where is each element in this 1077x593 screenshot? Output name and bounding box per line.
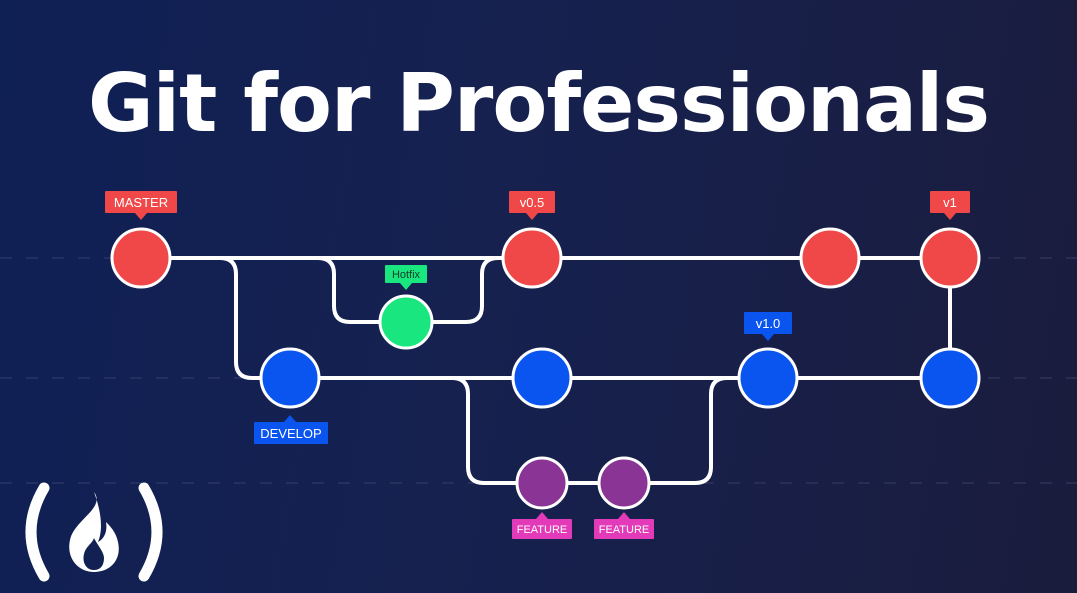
feature-commit-node-1 (515, 456, 569, 510)
tag-develop-label: DEVELOP (260, 426, 321, 441)
tag-feature-1: FEATURE (512, 512, 572, 539)
master-commit-node (110, 227, 172, 289)
hotfix-commit-node (378, 294, 434, 350)
tag-v05: v0.5 (509, 191, 555, 220)
develop-commit-node-4 (919, 347, 981, 409)
freecodecamp-logo-icon (25, 482, 163, 582)
logo-left-paren (25, 482, 50, 582)
logo-right-paren (138, 482, 163, 582)
tag-develop: DEVELOP (254, 415, 328, 444)
feature-commit-node-2 (597, 456, 651, 510)
develop-commit-node-2 (511, 347, 573, 409)
tag-v1: v1 (930, 191, 970, 220)
feature-branch-line (450, 376, 729, 485)
page-title: Git for Professionals (88, 57, 990, 150)
tag-master: MASTER (105, 191, 177, 220)
develop-commit-node (259, 347, 321, 409)
v05-commit-node (501, 227, 563, 289)
v10-commit-node (737, 347, 799, 409)
v1-commit-node (919, 227, 981, 289)
tag-v05-label: v0.5 (520, 195, 545, 210)
tag-feature-1-label: FEATURE (517, 524, 568, 536)
master-commit-node-3 (799, 227, 861, 289)
tag-master-label: MASTER (114, 195, 168, 210)
develop-branch-out-line (218, 256, 292, 380)
tag-hotfix-label: Hotfix (392, 269, 421, 281)
tag-feature-2-label: FEATURE (599, 524, 650, 536)
tag-v10: v1.0 (744, 312, 792, 341)
tag-hotfix: Hotfix (385, 265, 427, 290)
logo-flame (69, 492, 119, 572)
tag-v10-label: v1.0 (756, 316, 781, 331)
tag-feature-2: FEATURE (594, 512, 654, 539)
tag-v1-label: v1 (943, 195, 957, 210)
